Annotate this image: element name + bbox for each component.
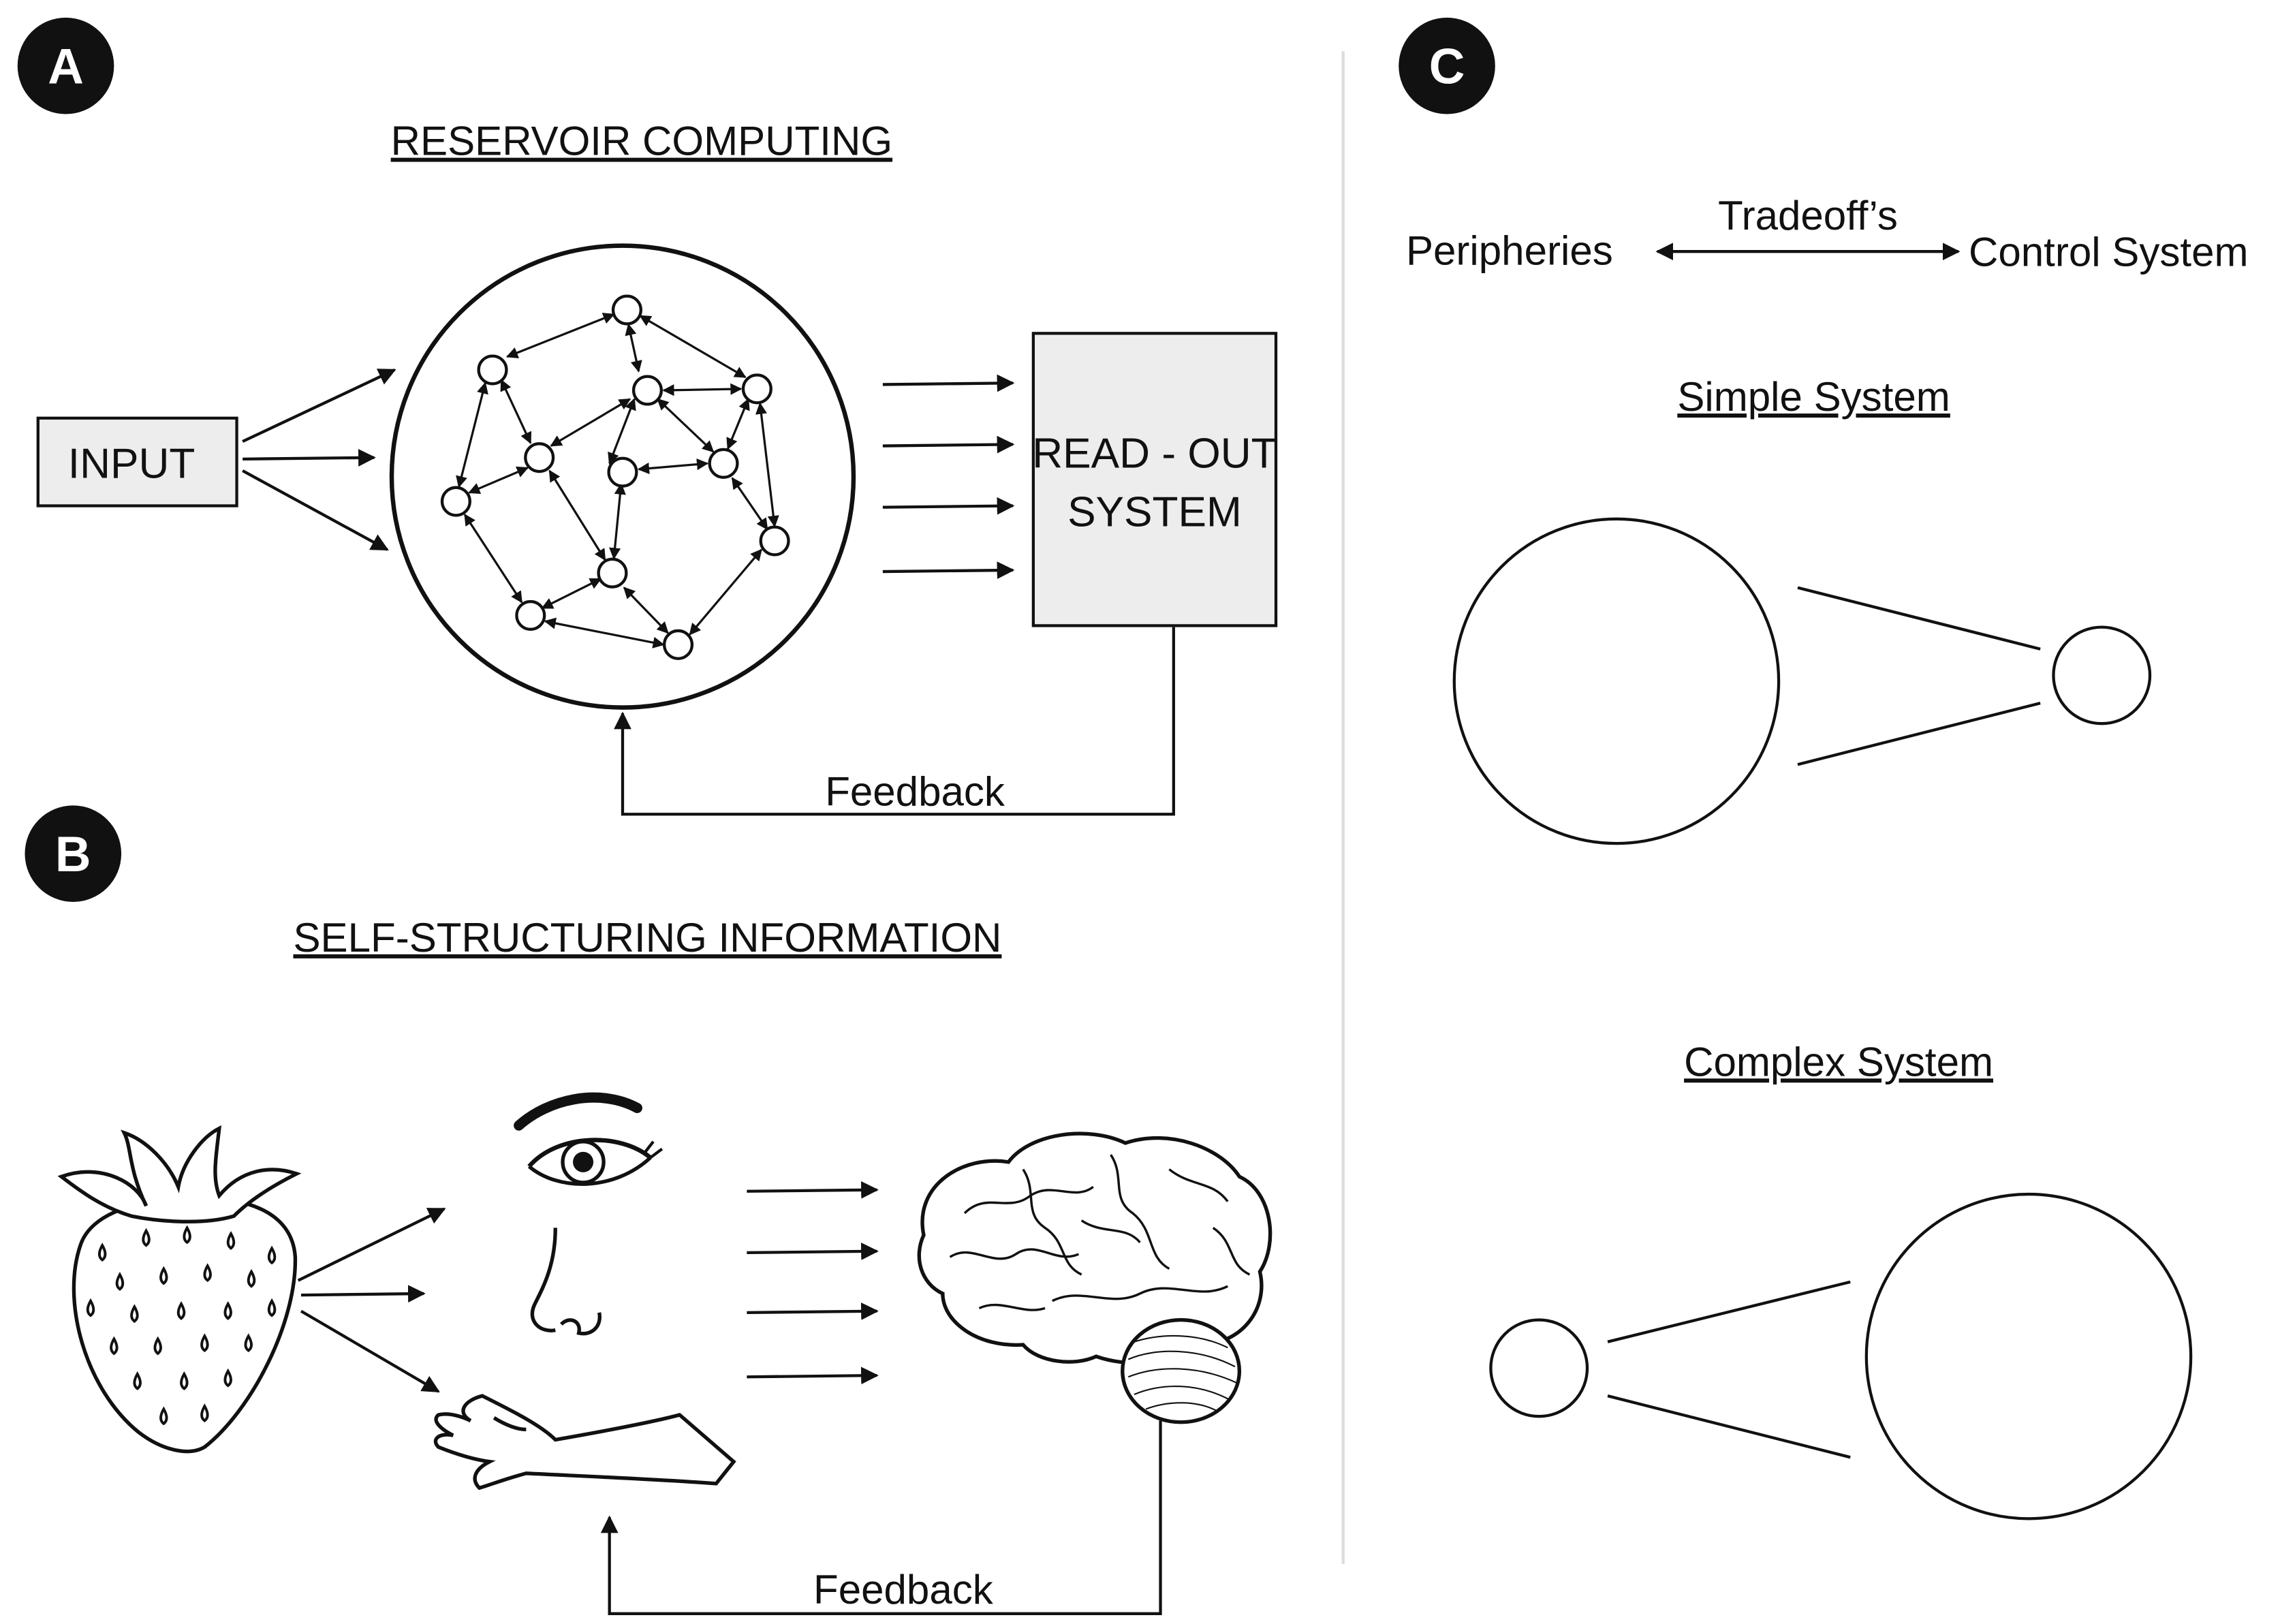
panel-c: C Tradeoff’s Peripheries Control System … — [1399, 17, 2249, 1520]
complex-periphery-circle — [1489, 1318, 1589, 1418]
reservoir-nodes — [440, 294, 790, 660]
feedback-label-b: Feedback — [813, 1567, 994, 1612]
badge-a: A — [17, 17, 114, 114]
hand-illustration — [433, 1394, 736, 1490]
readout-box: READ - OUT SYSTEM — [1031, 332, 1278, 627]
panel-a-title: RESERVOIR COMPUTING — [391, 119, 892, 164]
simple-periphery-circle — [1452, 517, 1781, 845]
reservoir-node — [631, 375, 663, 406]
feedback-loop-a — [614, 627, 1175, 816]
reservoir-node — [597, 557, 628, 589]
simple-system-diagram — [1452, 517, 2152, 845]
reservoir-node — [515, 599, 546, 631]
badge-c-label: C — [1429, 39, 1465, 94]
readout-label-line1: READ - OUT — [1032, 431, 1277, 478]
stimulus-arrows — [297, 1207, 446, 1393]
reservoir-node — [477, 354, 508, 386]
sensory-arrows — [747, 1181, 879, 1385]
simple-system-title: Simple System — [1677, 374, 1950, 420]
eye-illustration — [514, 1092, 663, 1186]
brain-illustration — [917, 1131, 1272, 1424]
input-arrows — [242, 369, 396, 551]
panel-b-title: SELF-STRUCTURING INFORMATION — [293, 915, 1001, 961]
feedback-label-a: Feedback — [825, 768, 1005, 814]
tradeoff-label: Tradeoff’s — [1718, 193, 1898, 238]
strawberry-seeds — [86, 1225, 277, 1426]
reservoir-node — [662, 629, 694, 660]
output-arrows — [882, 374, 1015, 580]
panel-a: A RESERVOIR COMPUTING INPUT — [17, 17, 1278, 816]
complex-system-title: Complex System — [1684, 1039, 1993, 1084]
badge-c: C — [1399, 17, 1495, 114]
input-label: INPUT — [68, 441, 196, 488]
reservoir-node — [524, 442, 555, 473]
reservoir-edges — [456, 313, 779, 649]
reservoir-node — [440, 486, 471, 517]
input-box: INPUT — [36, 416, 238, 507]
nose-illustration — [530, 1228, 602, 1336]
reservoir-node — [708, 448, 739, 479]
reservoir-circle — [389, 243, 856, 710]
reservoir-node — [607, 456, 638, 488]
badge-a-label: A — [48, 39, 84, 94]
peripheries-label: Peripheries — [1406, 228, 1613, 274]
complex-system-diagram — [1489, 1192, 2193, 1520]
control-system-label: Control System — [1969, 230, 2249, 275]
reservoir-node — [759, 525, 790, 557]
cerebellum — [1121, 1317, 1242, 1424]
strawberry-illustration — [57, 1125, 302, 1454]
simple-control-circle — [2052, 625, 2152, 725]
readout-label-line2: SYSTEM — [1067, 489, 1242, 536]
reservoir-node — [741, 373, 772, 405]
panel-b: B SELF-STRUCTURING INFORMATION — [25, 805, 1272, 1615]
reservoir-node — [611, 294, 642, 326]
badge-b: B — [25, 805, 122, 902]
feedback-loop-b — [600, 1420, 1162, 1615]
badge-b-label: B — [55, 827, 91, 882]
complex-control-circle — [1864, 1192, 2193, 1520]
